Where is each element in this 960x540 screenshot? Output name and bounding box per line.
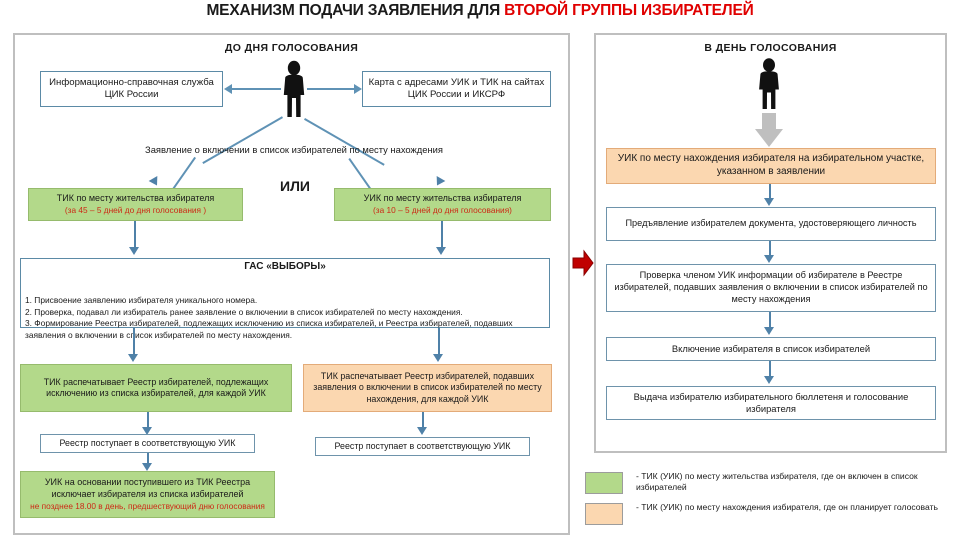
registry-to-uik-left-box[interactable]: Реестр поступает в соответствующую УИК (40, 434, 255, 453)
tik-residence-box[interactable]: ТИК по месту жительства избирателя (за 4… (28, 188, 243, 221)
connector-gas-to-right (438, 328, 440, 356)
check-registry-box[interactable]: Проверка членом УИК информации об избира… (606, 264, 936, 312)
red-right-arrow-icon (572, 248, 594, 278)
tik-residence-note: (за 45 – 5 дней до дня голосования ) (64, 205, 207, 216)
gas-item-1: 1. Присвоение заявлению избирателя уника… (25, 295, 258, 306)
tik-prints-inclusion-label: ТИК распечатывает Реестр избирателей, по… (313, 370, 542, 404)
or-separator-label: ИЛИ (280, 178, 310, 194)
page-title-main: МЕХАНИЗМ ПОДАЧИ ЗАЯВЛЕНИЯ ДЛЯ (206, 2, 505, 19)
uik-excludes-voter-label: УИК на основании поступившего из ТИК Рее… (44, 477, 251, 499)
gray-arrow-down-icon (755, 129, 783, 147)
connector-person-to-info (232, 88, 281, 90)
connector-inclusion-to-registry (422, 412, 424, 429)
uik-residence-box[interactable]: УИК по месту жительства избирателя (за 1… (334, 188, 551, 221)
registry-to-uik-right-box[interactable]: Реестр поступает в соответствующую УИК (315, 437, 530, 456)
legend-swatch-orange (585, 503, 623, 525)
connector-document-to-check (769, 241, 771, 257)
tik-prints-inclusion-box[interactable]: ТИК распечатывает Реестр избирателей, по… (303, 364, 552, 412)
person-silhouette-icon (281, 60, 307, 118)
uik-location-box[interactable]: УИК по месту нахождения избирателя на из… (606, 148, 936, 184)
arrow-down-icon (128, 354, 138, 362)
legend-label-orange: - ТИК (УИК) по месту нахождения избирате… (636, 502, 939, 512)
left-panel-heading: ДО ДНЯ ГОЛОСОВАНИЯ (224, 42, 359, 54)
include-voter-box[interactable]: Включение избирателя в список избирателе… (606, 337, 936, 361)
arrow-down-icon (764, 255, 774, 263)
present-document-box[interactable]: Предъявление избирателем документа, удос… (606, 207, 936, 241)
arrow-right-icon (354, 84, 362, 94)
gas-item-2: 2. Проверка, подавал ли избиратель ранее… (25, 306, 463, 317)
tik-residence-label: ТИК по месту жительства избирателя (56, 192, 215, 203)
issue-ballot-label: Выдача избирателю избирательного бюллете… (633, 390, 909, 414)
uik-excludes-voter-box[interactable]: УИК на основании поступившего из ТИК Рее… (20, 471, 275, 518)
arrow-left-icon (224, 84, 232, 94)
uik-excludes-voter-note: не позднее 18.00 в день, предшествующий … (30, 501, 265, 512)
tik-prints-exclusion-box[interactable]: ТИК распечатывает Реестр избирателей, по… (20, 364, 292, 412)
uik-residence-note: (за 10 – 5 дней до дня голосования) (373, 205, 512, 216)
gas-vybory-title: ГАС «ВЫБОРЫ» (244, 261, 326, 272)
uik-residence-label: УИК по месту жительства избирателя (363, 192, 522, 203)
connector-include-to-ballot (769, 361, 771, 378)
present-document-label: Предъявление избирателем документа, удос… (625, 218, 917, 229)
registry-to-uik-left-label: Реестр поступает в соответствующую УИК (59, 437, 236, 448)
arrow-down-icon (764, 376, 774, 384)
connector-tik-to-gas (134, 221, 136, 249)
arrow-down-icon (417, 427, 427, 435)
map-service-label: Карта с адресами УИК и ТИК на сайтах ЦИК… (368, 76, 545, 100)
issue-ballot-box[interactable]: Выдача избирателю избирательного бюллете… (606, 386, 936, 420)
page-title: МЕХАНИЗМ ПОДАЧИ ЗАЯВЛЕНИЯ ДЛЯ ВТОРОЙ ГРУ… (0, 2, 960, 20)
connector-person-to-map (307, 88, 354, 90)
connector-registry-to-exclude (147, 453, 149, 465)
arrow-down-icon (142, 427, 152, 435)
connector-location-to-document (769, 184, 771, 200)
legend-label-green: - ТИК (УИК) по месту жительства избирате… (636, 471, 918, 493)
person-silhouette-icon (756, 58, 782, 110)
right-panel-heading: В ДЕНЬ ГОЛОСОВАНИЯ (704, 42, 837, 54)
arrow-down-icon (129, 247, 139, 255)
registry-to-uik-right-label: Реестр поступает в соответствующую УИК (334, 440, 511, 451)
arrow-down-icon (764, 327, 774, 335)
map-service-box[interactable]: Карта с адресами УИК и ТИК на сайтах ЦИК… (362, 71, 551, 107)
arrow-down-icon (436, 247, 446, 255)
gas-item-3: 3. Формирование Реестра избирателей, под… (25, 318, 513, 341)
gray-arrow-stem (762, 113, 776, 129)
arrow-down-icon (764, 198, 774, 206)
check-registry-label: Проверка членом УИК информации об избира… (614, 270, 928, 304)
connector-uik-to-gas (441, 221, 443, 249)
connector-check-to-include (769, 312, 771, 329)
gas-vybory-box[interactable]: ГАС «ВЫБОРЫ» 1. Присвоение заявлению изб… (20, 258, 550, 340)
legend-swatch-green (585, 472, 623, 494)
tik-prints-exclusion-label: ТИК распечатывает Реестр избирателей, по… (43, 376, 269, 398)
connector-gas-to-left (133, 328, 135, 356)
connector-exclusion-to-registry (147, 412, 149, 429)
info-service-label: Информационно-справочная служба ЦИК Росс… (49, 76, 214, 100)
info-service-box[interactable]: Информационно-справочная служба ЦИК Росс… (40, 71, 223, 107)
arrow-down-icon (142, 463, 152, 471)
include-voter-label: Включение избирателя в список избирателе… (671, 342, 871, 354)
arrow-down-icon (433, 354, 443, 362)
uik-location-label: УИК по месту нахождения избирателя на из… (617, 153, 925, 177)
page-title-highlight: ВТОРОЙ ГРУППЫ ИЗБИРАТЕЛЕЙ (504, 2, 754, 19)
application-label: Заявление о включении в список избирател… (145, 144, 443, 155)
